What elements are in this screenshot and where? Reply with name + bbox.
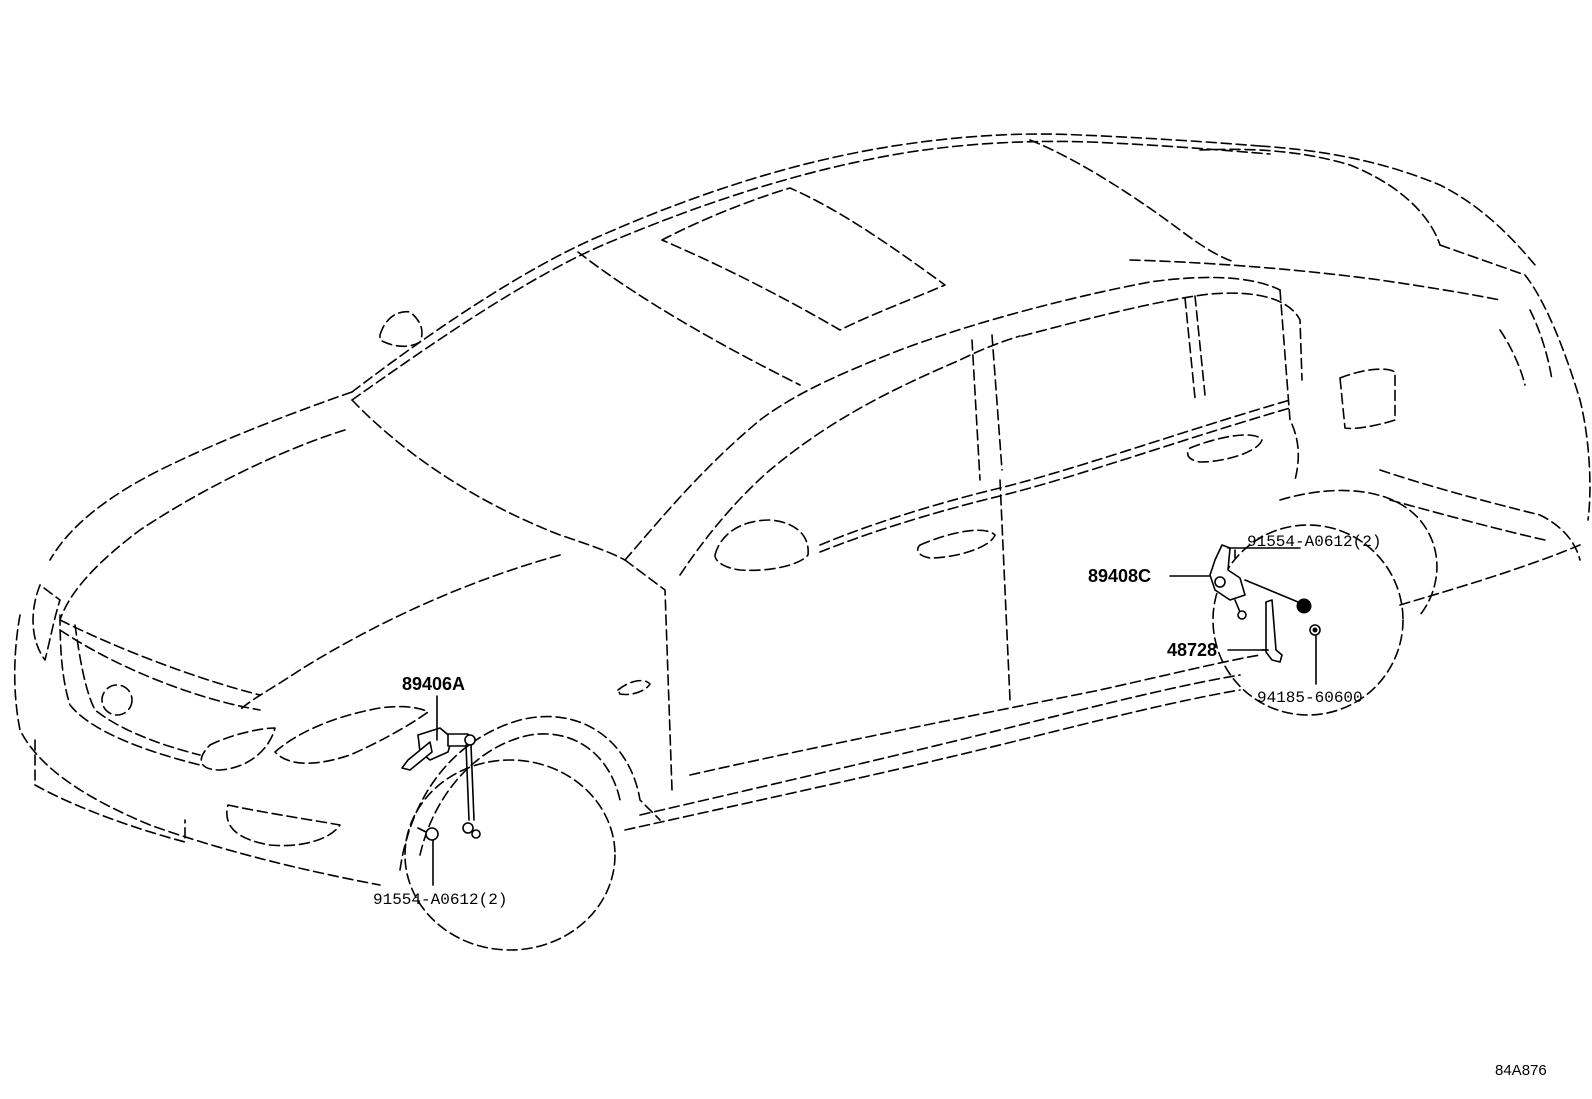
leader-lines — [432, 547, 1317, 886]
front-height-sensor — [401, 727, 481, 839]
rear-nut — [1309, 624, 1321, 636]
label-front-bolt: 91554-A0612(2) — [373, 891, 507, 909]
label-front-sensor: 89406A — [402, 674, 465, 694]
drawing-code: 84A876 — [1495, 1062, 1547, 1079]
rear-height-sensor — [1209, 544, 1247, 620]
rear-link — [1265, 599, 1283, 663]
rear-bolt — [1244, 579, 1312, 614]
label-rear-nut: 94185-60600 — [1257, 689, 1363, 707]
label-rear-link: 48728 — [1167, 640, 1217, 660]
front-bolt — [417, 827, 439, 841]
label-rear-bolt: 91554-A0612(2) — [1247, 533, 1381, 551]
car-outline — [13, 133, 1591, 951]
label-rear-sensor: 89408C — [1088, 566, 1151, 586]
